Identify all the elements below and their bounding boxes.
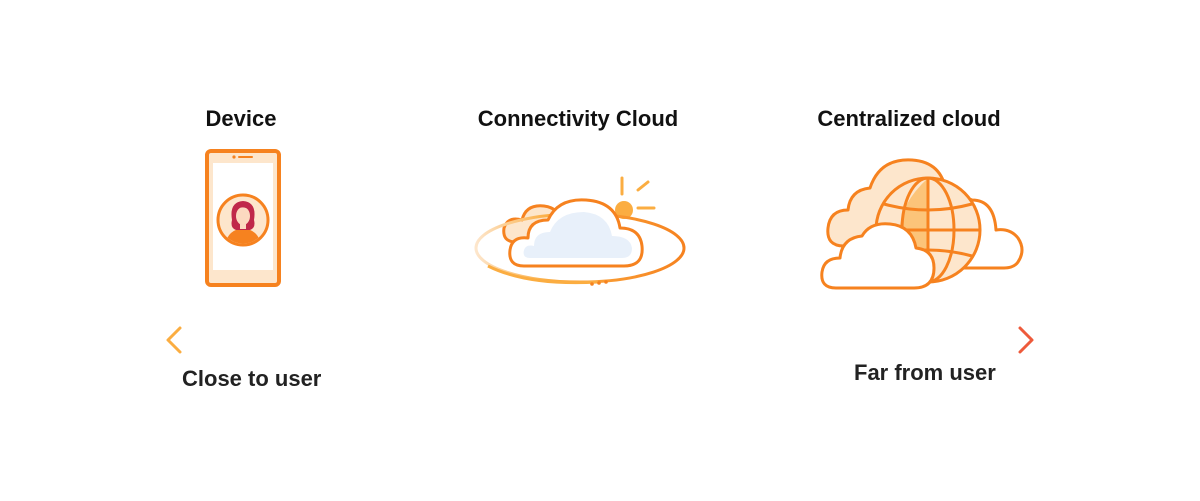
axis-label-close: Close to user	[182, 366, 322, 391]
distance-arrow	[166, 326, 1034, 354]
node-label-centralized-cloud: Centralized cloud	[817, 106, 1001, 131]
axis-label-far: Far from user	[854, 360, 996, 385]
cloud-orbit-sun-icon	[474, 176, 686, 286]
node-label-connectivity-cloud: Connectivity Cloud	[477, 106, 679, 131]
node-label-device: Device	[205, 106, 277, 131]
smartphone-user-icon	[205, 149, 281, 287]
globe-clouds-icon	[820, 158, 1024, 290]
